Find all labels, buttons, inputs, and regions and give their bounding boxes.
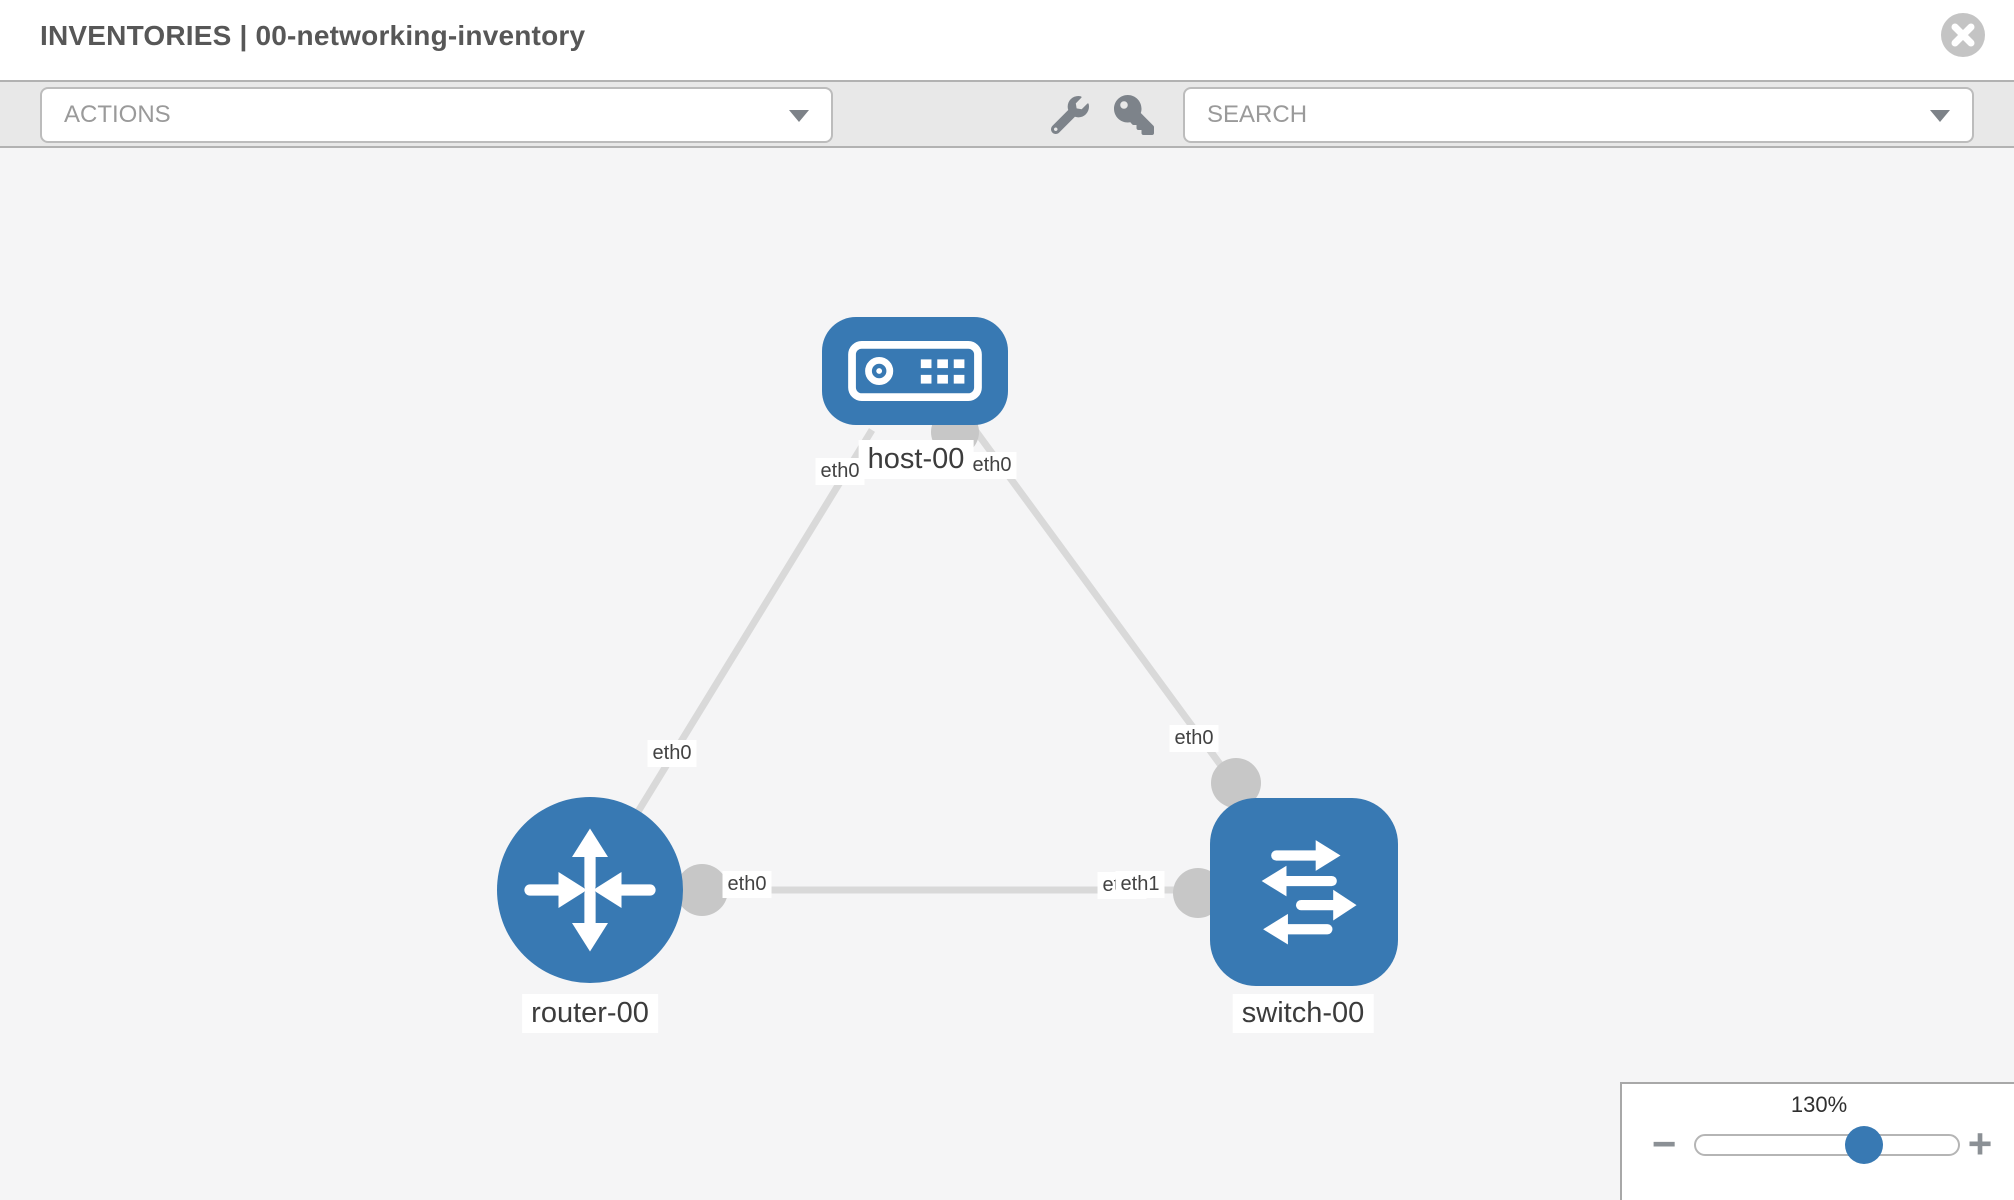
switch-icon	[1261, 840, 1357, 945]
configure-button[interactable]	[1048, 94, 1092, 138]
interface-endpoint-router00	[676, 864, 728, 916]
header: INVENTORIES | 00-networking-inventory	[0, 0, 2014, 80]
search-dropdown[interactable]	[1183, 87, 1974, 143]
toolbar: ACTIONS	[0, 80, 2014, 148]
zoom-out-button[interactable]: −	[1642, 1120, 1686, 1168]
interface-label-eth0: eth0	[967, 452, 1017, 479]
node-label-switch-00: switch-00	[1232, 994, 1374, 1033]
actions-dropdown-label: ACTIONS	[64, 101, 171, 128]
node-host-00[interactable]	[822, 317, 1008, 425]
credentials-button[interactable]	[1112, 94, 1156, 138]
node-switch-00[interactable]	[1210, 798, 1398, 986]
chevron-down-icon	[789, 110, 809, 122]
interface-endpoint-switch00-top	[1211, 758, 1261, 808]
chevron-down-icon	[1930, 110, 1950, 122]
host-icon	[848, 340, 982, 402]
node-router-00[interactable]	[497, 797, 683, 983]
zoom-control-panel: 130% − +	[1620, 1082, 2014, 1200]
zoom-slider-thumb[interactable]	[1845, 1126, 1883, 1164]
close-button[interactable]	[1940, 12, 1986, 58]
zoom-in-button[interactable]: +	[1958, 1120, 2002, 1168]
search-input[interactable]	[1185, 89, 1972, 141]
interface-label-eth0: eth0	[815, 458, 865, 485]
node-label-host-00: host-00	[858, 440, 974, 479]
key-icon	[1114, 94, 1154, 135]
wrench-icon	[1050, 95, 1089, 134]
actions-dropdown[interactable]: ACTIONS	[40, 87, 833, 143]
zoom-level-value: 130%	[1790, 1092, 1848, 1117]
close-icon	[1941, 13, 1985, 57]
zoom-slider-track[interactable]	[1694, 1134, 1960, 1156]
interface-label-eth0: eth0	[1169, 725, 1219, 752]
page-title: INVENTORIES | 00-networking-inventory	[40, 20, 586, 51]
interface-label-eth0: eth0	[647, 740, 697, 767]
interface-label-eth0: eth0	[722, 871, 772, 898]
interface-label-eth1: eth1	[1115, 871, 1165, 898]
router-icon	[524, 828, 656, 952]
node-label-router-00: router-00	[522, 994, 658, 1033]
